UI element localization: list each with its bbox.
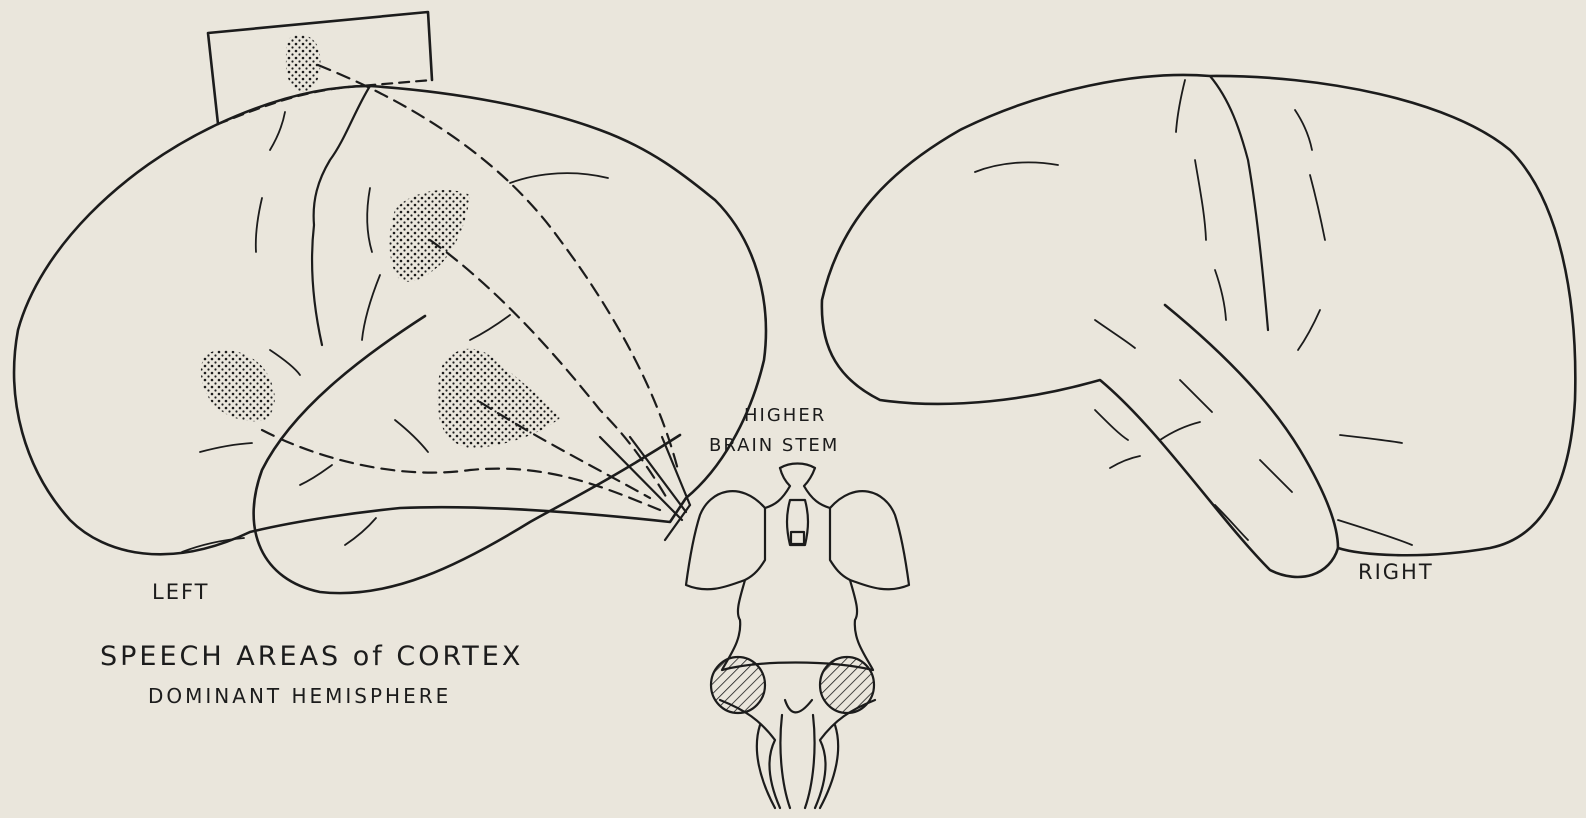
brain-stem-label: BRAIN STEM — [709, 435, 839, 456]
diagram-subtitle: DOMINANT HEMISPHERE — [148, 684, 451, 708]
right-sulcus — [1215, 270, 1226, 320]
right-sulcus — [1338, 520, 1412, 545]
higher-label: HIGHER — [744, 405, 826, 426]
flap-fold-line — [218, 80, 432, 124]
central-sulcus — [312, 86, 370, 345]
speech-area-parietal — [201, 350, 275, 421]
left-label: LEFT — [152, 580, 210, 604]
speech-area-supplementary-motor — [286, 35, 321, 92]
right-sulcus — [975, 162, 1058, 172]
left-sulcus — [362, 275, 380, 340]
right-sulcus — [1195, 160, 1206, 240]
right-sulcus — [1260, 460, 1292, 492]
right-hemisphere-outline — [822, 75, 1575, 577]
left-sulcus — [470, 315, 510, 340]
right-sulcus — [1180, 380, 1212, 412]
left-hemisphere-outline — [14, 86, 766, 554]
right-central-sulcus — [1210, 76, 1268, 330]
right-sulcus — [1095, 410, 1128, 440]
speech-area-wernicke — [437, 349, 560, 448]
left-sulcus — [510, 173, 608, 183]
left-sulcus — [367, 188, 372, 252]
speech-area-broca — [390, 190, 470, 282]
right-sulcus — [1095, 320, 1135, 348]
right-sulcus — [1340, 435, 1402, 443]
right-temporal-lobe — [1165, 305, 1338, 548]
right-label: RIGHT — [1358, 560, 1434, 584]
right-sulcus — [1215, 505, 1248, 540]
brain-stem — [686, 464, 909, 809]
right-sulcus — [1160, 422, 1200, 440]
left-sulcus — [395, 420, 428, 452]
left-sulcus — [300, 465, 332, 485]
left-sulcus — [200, 443, 252, 452]
left-sulcus — [345, 518, 376, 545]
left-sulcus — [270, 112, 285, 150]
right-sulcus — [1298, 310, 1320, 350]
left-sulcus — [256, 198, 262, 252]
right-sulcus — [1295, 110, 1312, 150]
hatched-region-left — [711, 657, 765, 713]
diagram-title: SPEECH AREAS of CORTEX — [100, 641, 523, 672]
left-sulcus — [270, 350, 300, 375]
right-sulcus — [1176, 80, 1185, 132]
converging-line — [662, 437, 690, 505]
right-sulcus — [1110, 456, 1140, 468]
right-sulcus — [1310, 175, 1325, 240]
